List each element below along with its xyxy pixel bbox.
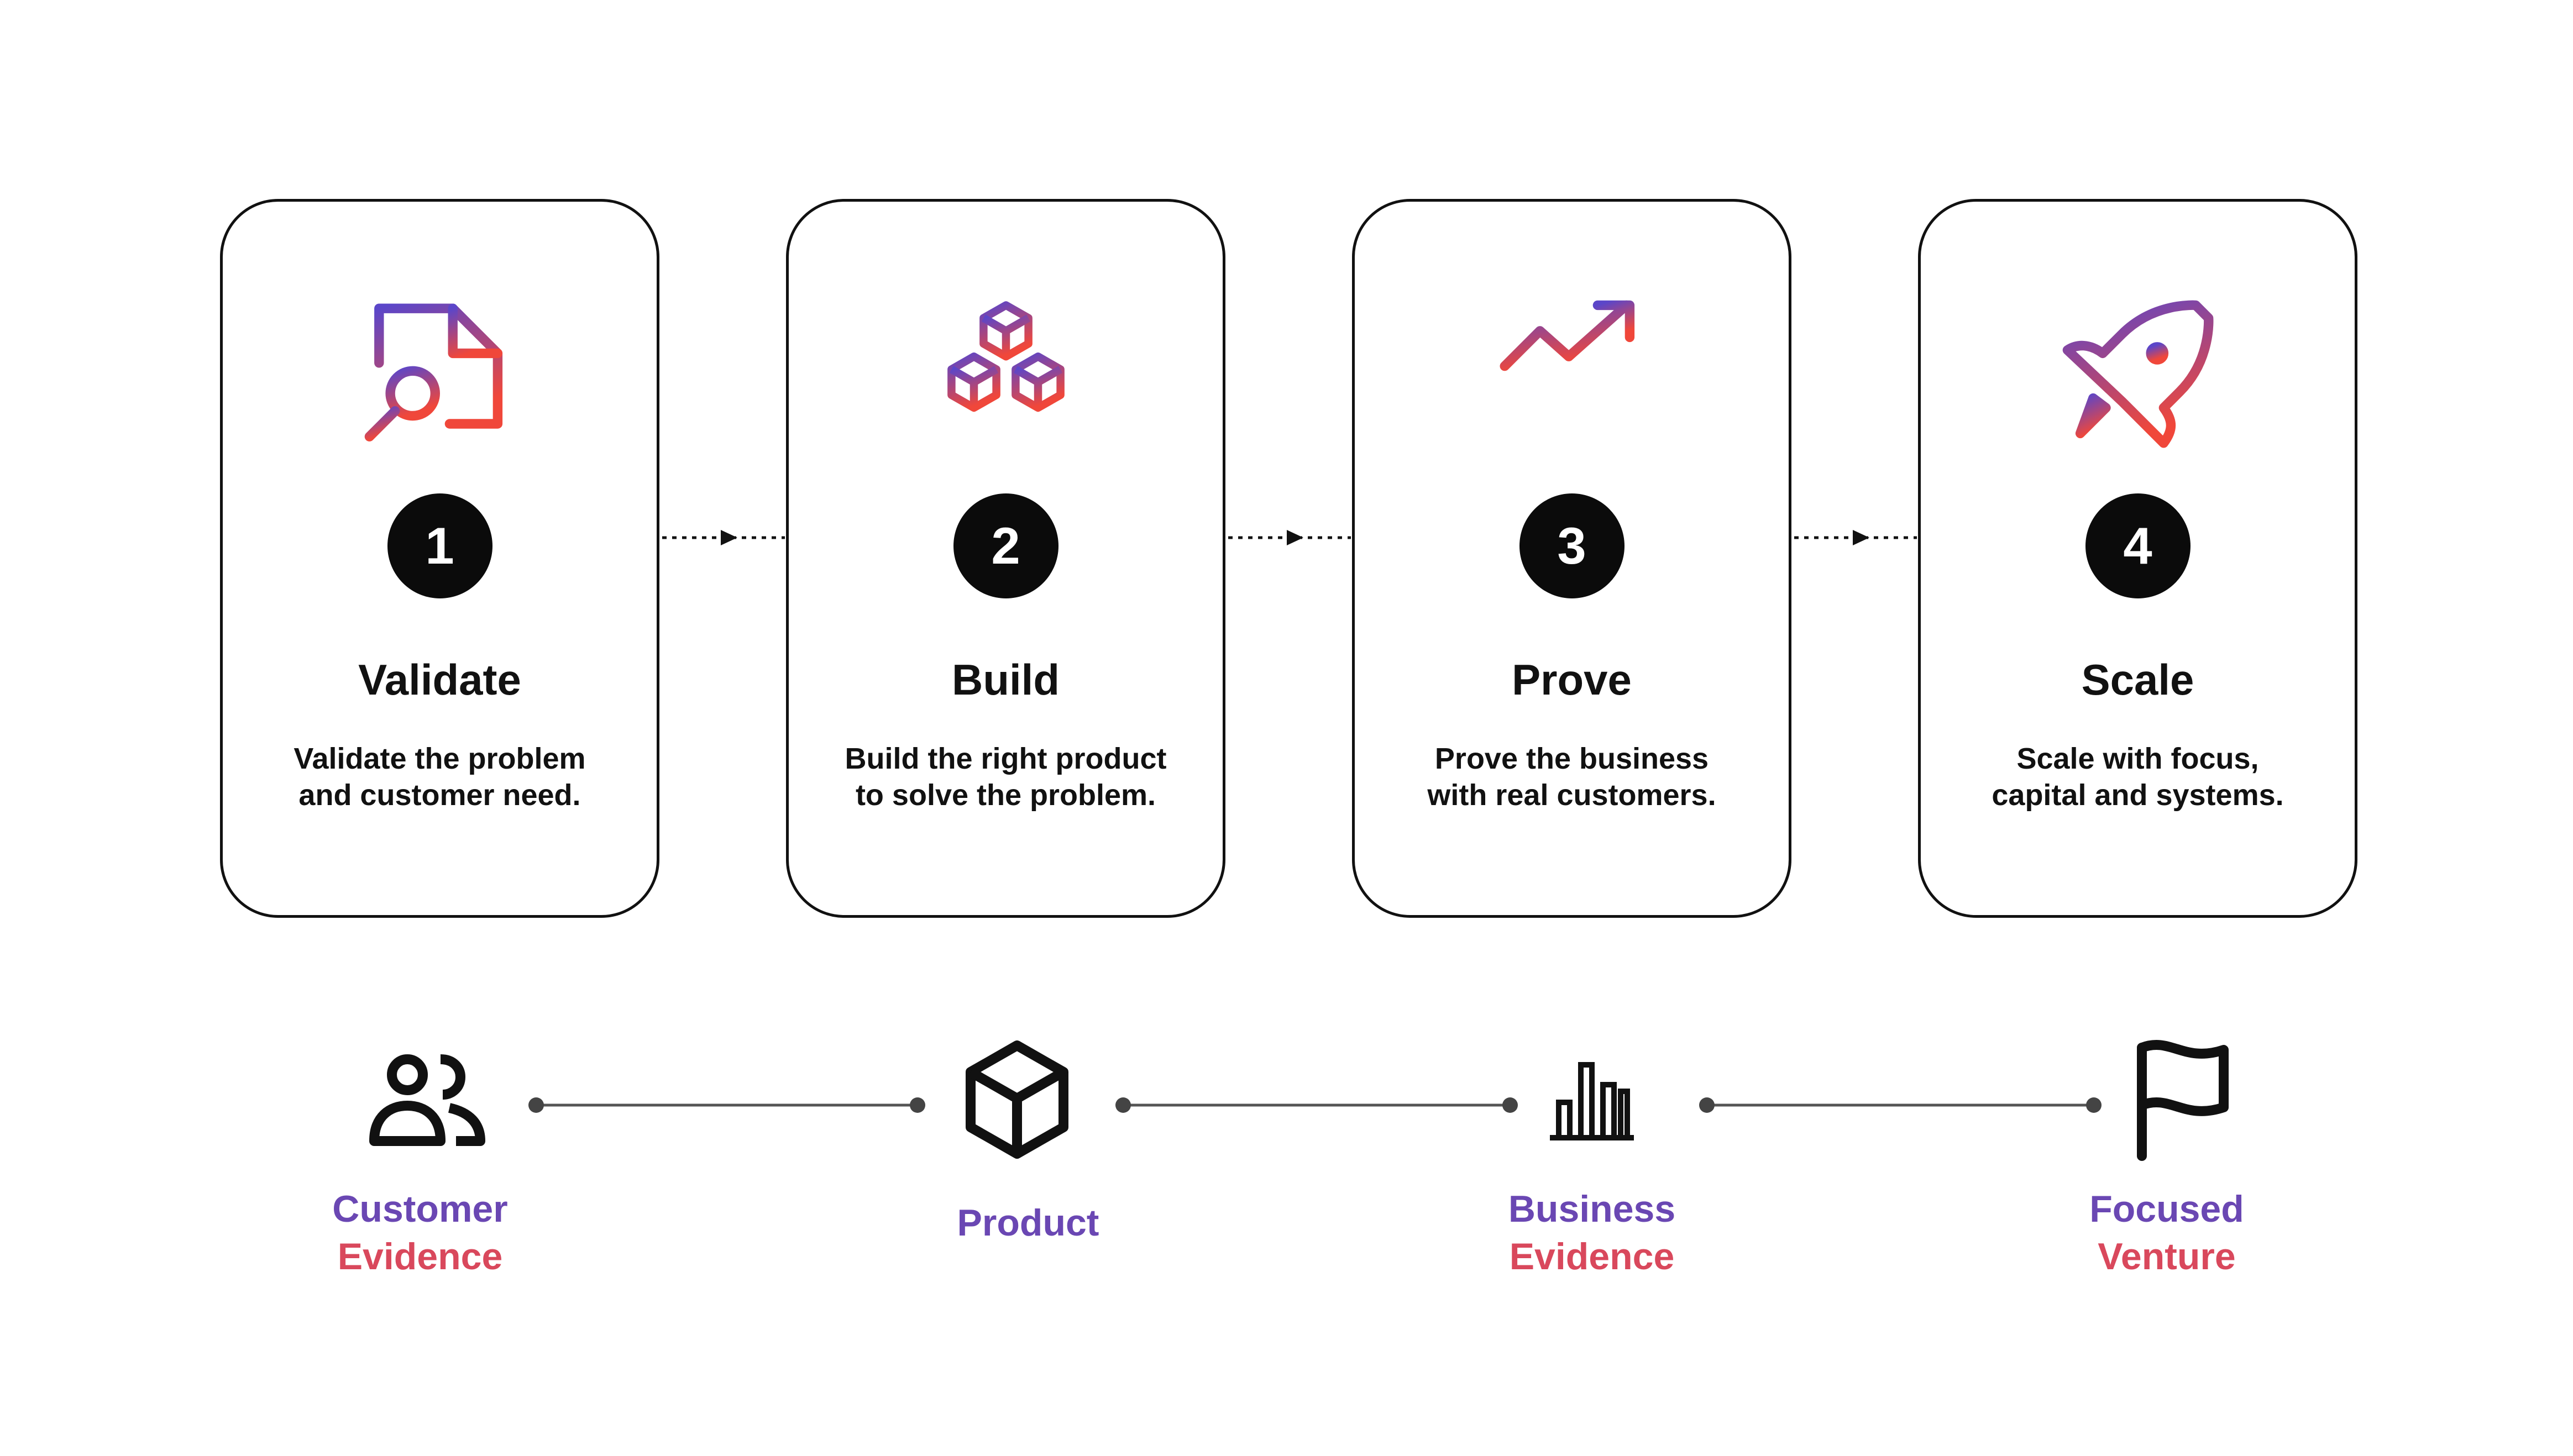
document-search-icon bbox=[360, 296, 520, 456]
outcome-label-product: Product bbox=[957, 1202, 1099, 1244]
outcome-connector bbox=[1696, 1094, 2105, 1116]
step-title: Scale bbox=[2081, 655, 2194, 704]
outcome-label-customer-evidence: Customer Evidence bbox=[332, 1188, 508, 1278]
rocket-icon bbox=[2058, 296, 2218, 456]
growth-chart-icon bbox=[1492, 296, 1652, 456]
outcome-connector bbox=[1112, 1094, 1521, 1116]
step-connector-arrow bbox=[1228, 530, 1351, 545]
step-connector-arrow bbox=[662, 530, 785, 545]
step-card-prove: 3 Prove Prove the business with real cus… bbox=[1352, 199, 1791, 918]
step-title: Prove bbox=[1512, 655, 1632, 704]
step-number: 1 bbox=[387, 493, 492, 598]
step-number: 3 bbox=[1519, 493, 1624, 598]
box-icon bbox=[962, 1039, 1072, 1160]
step-card-build: 2 Build Build the right product to solve… bbox=[786, 199, 1225, 918]
outcome-connector bbox=[525, 1094, 929, 1116]
step-number: 4 bbox=[2085, 493, 2191, 598]
cubes-icon bbox=[926, 296, 1086, 456]
step-title: Build bbox=[952, 655, 1060, 704]
outcome-label-business-evidence: Business Evidence bbox=[1508, 1188, 1676, 1278]
step-description: Build the right product to solve the pro… bbox=[845, 742, 1167, 812]
step-description: Prove the business with real customers. bbox=[1427, 742, 1716, 812]
bar-chart-icon bbox=[1548, 1058, 1636, 1141]
step-description: Scale with focus, capital and systems. bbox=[1992, 742, 2284, 812]
step-connector-arrow bbox=[1794, 530, 1917, 545]
step-card-scale: 4 Scale Scale with focus, capital and sy… bbox=[1918, 199, 2357, 918]
users-icon bbox=[368, 1053, 489, 1147]
step-description: Validate the problem and customer need. bbox=[294, 742, 586, 812]
step-number: 2 bbox=[953, 493, 1058, 598]
step-card-validate: 1 Validate Validate the problem and cust… bbox=[220, 199, 659, 918]
flag-icon bbox=[2131, 1039, 2230, 1161]
step-title: Validate bbox=[358, 655, 521, 704]
outcome-label-focused-venture: Focused Venture bbox=[2089, 1188, 2244, 1278]
